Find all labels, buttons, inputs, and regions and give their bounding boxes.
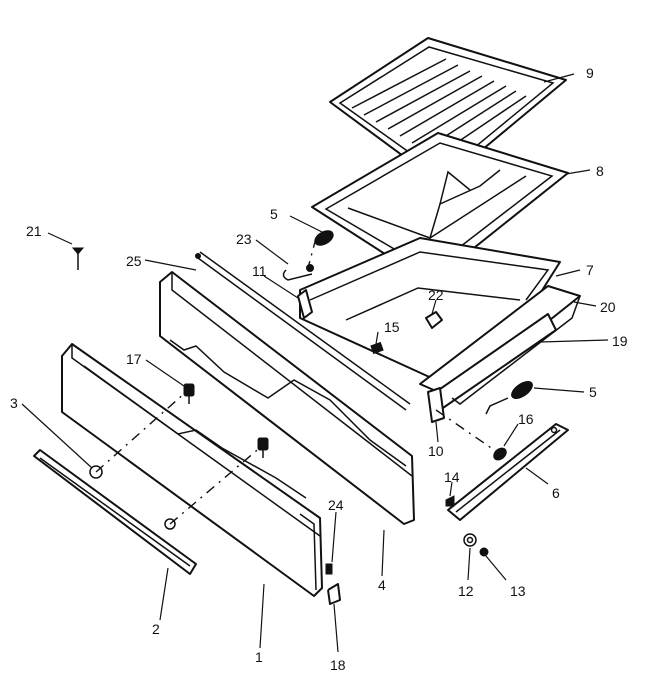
callout-11: 11 — [252, 263, 267, 279]
callout-8: 8 — [596, 163, 604, 179]
callout-17: 17 — [126, 351, 142, 367]
part-drawer-rod — [195, 251, 411, 411]
hardware-washer-3 — [89, 465, 103, 479]
callout-20: 20 — [600, 299, 616, 315]
hardware-clip-15 — [370, 341, 384, 355]
leader-lines — [21, 73, 609, 653]
callout-4: 4 — [378, 577, 386, 593]
hardware-screw-21 — [71, 247, 85, 270]
callout-2: 2 — [152, 621, 160, 637]
callout-21: 21 — [26, 223, 42, 239]
callout-10: 10 — [428, 443, 444, 459]
callout-5a: 5 — [270, 206, 278, 222]
callout-22: 22 — [428, 287, 444, 303]
hardware-screw-13 — [479, 547, 489, 557]
part-outer-front-panel — [61, 343, 323, 597]
hardware-bracket-24 — [325, 563, 333, 575]
callout-24: 24 — [328, 497, 344, 513]
assembly-lines — [95, 237, 501, 525]
hardware-knob-17 — [183, 383, 195, 404]
callout-6: 6 — [552, 485, 560, 501]
hardware-knob-center — [257, 437, 269, 458]
part-inner-front-panel — [159, 271, 415, 525]
callout-13: 13 — [510, 583, 526, 599]
callout-16: 16 — [518, 411, 534, 427]
hardware-bracket-10 — [427, 387, 445, 423]
callout-7: 7 — [586, 262, 594, 278]
hardware-bracket-11 — [297, 289, 313, 319]
callout-19: 19 — [612, 333, 628, 349]
hardware-spring-5b — [485, 381, 533, 415]
part-drawer-body — [299, 237, 561, 381]
part-drawer-slide — [447, 423, 569, 521]
callout-25: 25 — [126, 253, 142, 269]
hardware-washer-front — [164, 518, 176, 530]
callout-9: 9 — [586, 65, 594, 81]
callout-1: 1 — [255, 649, 263, 665]
callout-18: 18 — [330, 657, 346, 673]
hardware-bracket-18 — [327, 583, 341, 605]
callout-15: 15 — [384, 319, 400, 335]
callout-labels: 9 8 7 20 19 5 6 16 5 23 11 25 21 17 3 2 … — [10, 65, 628, 673]
callout-3: 3 — [10, 395, 18, 411]
hardware-nut-12 — [463, 533, 477, 547]
callout-14: 14 — [444, 469, 460, 485]
callout-12: 12 — [458, 583, 474, 599]
callout-5b: 5 — [589, 384, 597, 400]
hardware-clip-22 — [425, 311, 443, 329]
callout-23: 23 — [236, 231, 252, 247]
hardware-screw-14 — [445, 495, 455, 507]
part-trim-strip — [33, 449, 197, 575]
